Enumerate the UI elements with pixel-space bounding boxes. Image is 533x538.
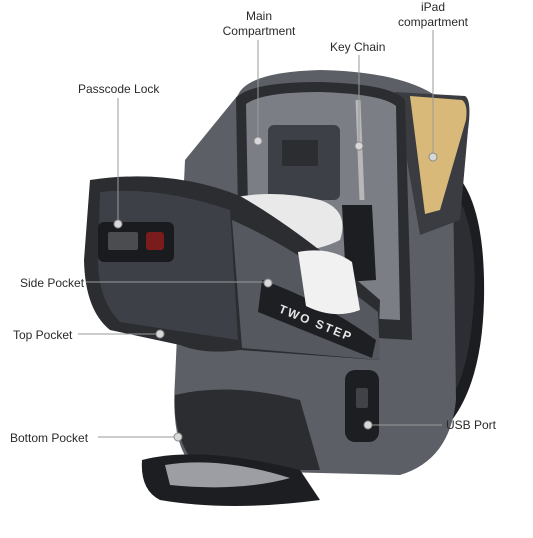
brand-panel [258,280,376,358]
label-ipad-line2: compartment [397,15,469,29]
leader-lines [78,30,442,438]
label-bottom-pocket: Bottom Pocket [10,431,89,445]
callout-dots [113,136,438,442]
label-passcode-lock: Passcode Lock [78,82,160,96]
label-main-line2: Compartment [222,24,296,38]
bottom-pocket-cables [165,462,290,488]
lock-button [146,232,164,250]
organizer-patch [282,140,318,166]
lock-dials [108,232,138,250]
white-device [298,250,360,315]
ipad-device [410,96,467,214]
label-key-chain: Key Chain [330,40,386,54]
label-usb-port: USB Port [446,418,497,432]
top-pocket-panel [98,190,238,340]
label-side-pocket: Side Pocket [20,276,85,290]
label-main-compartment: Main Compartment [214,9,304,39]
label-main-line1: Main [245,9,272,23]
label-ipad-compartment: iPad compartment [388,0,478,30]
usb-slot [356,388,368,408]
bottom-pocket [174,389,320,470]
label-ipad-line1: iPad [420,0,446,14]
label-top-pocket: Top Pocket [13,328,73,342]
